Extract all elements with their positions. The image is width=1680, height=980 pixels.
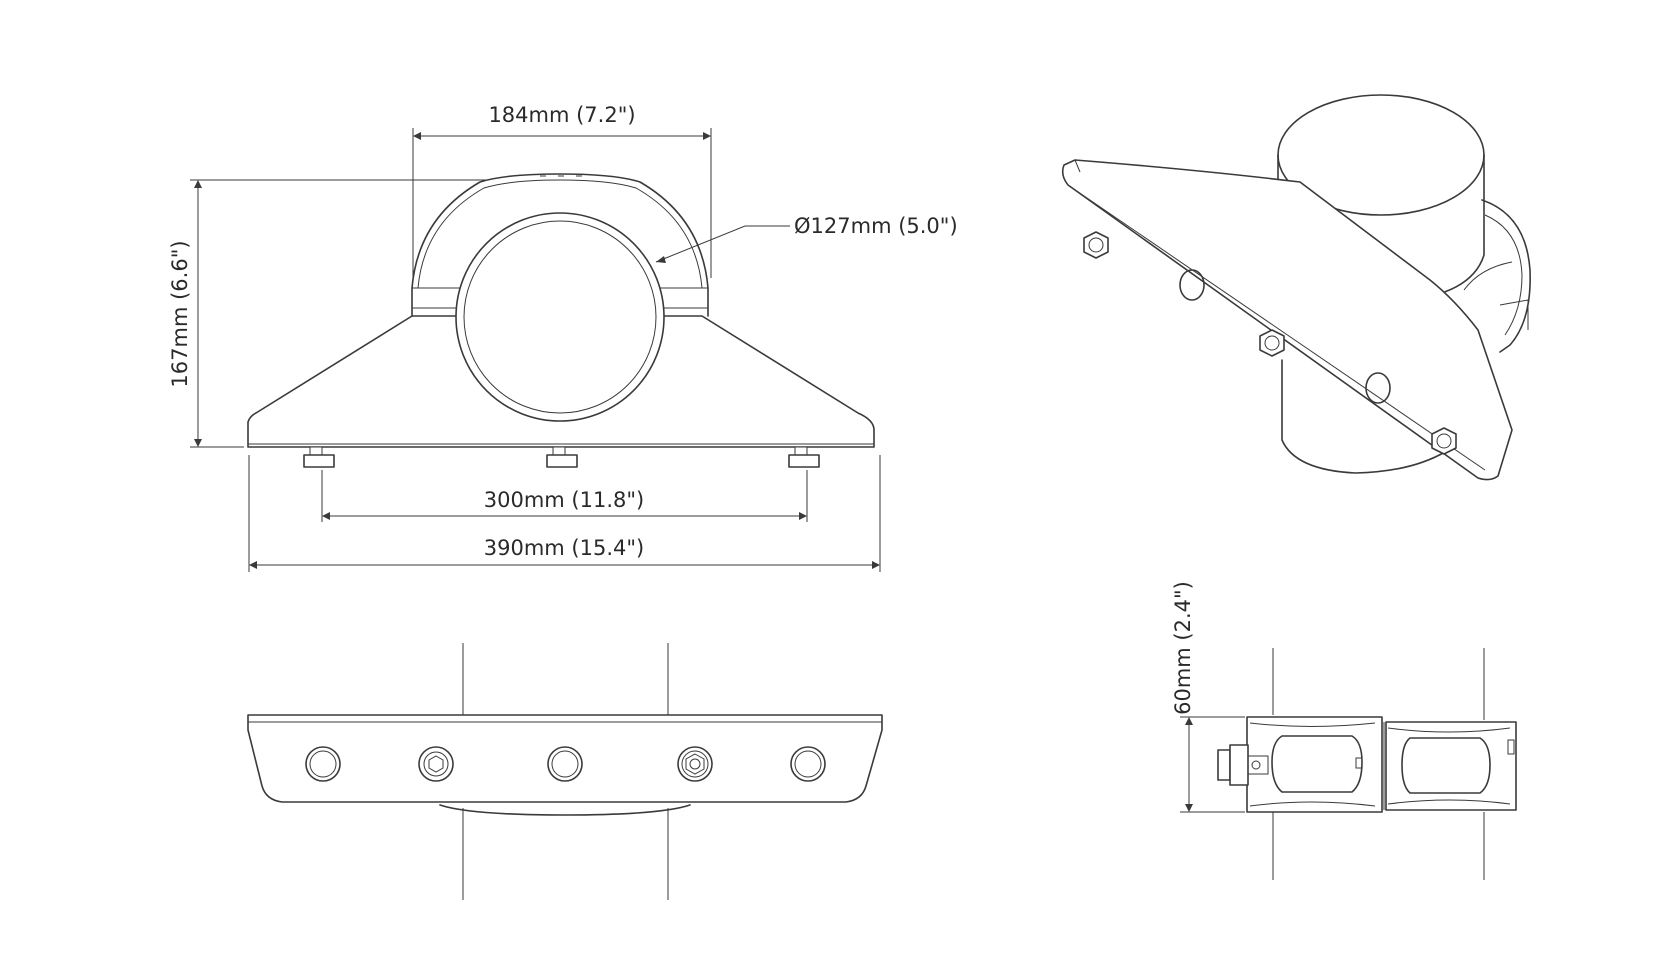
dim-clamp-width: 184mm (7.2") [488, 103, 635, 127]
bolt-top-2 [418, 746, 454, 782]
dim-pipe-diameter: Ø127mm (5.0") [794, 214, 958, 238]
hole-5 [790, 746, 826, 782]
iso-bolt-1 [1083, 231, 1109, 259]
iso-bolt-3 [1431, 427, 1457, 455]
bolt-right [788, 446, 820, 468]
hole-1 [305, 746, 341, 782]
bolt-left [303, 446, 335, 468]
dim-bolt-spacing: 300mm (11.8") [484, 488, 644, 512]
hole-3 [547, 746, 583, 782]
isometric-view [1061, 94, 1531, 481]
side-bolt [1217, 744, 1269, 786]
dim-total-height: 167mm (6.6") [168, 240, 192, 387]
top-view [247, 643, 883, 900]
dim-base-width: 390mm (15.4") [484, 536, 644, 560]
bolt-top-4 [677, 746, 713, 782]
front-view: 184mm (7.2") Ø127mm (5.0") 167mm (6.6") … [168, 103, 958, 572]
iso-bolt-2 [1259, 329, 1285, 357]
bolt-center [546, 446, 578, 468]
dim-plate-depth: 60mm (2.4") [1171, 581, 1195, 715]
side-view: 60mm (2.4") [1171, 581, 1517, 880]
